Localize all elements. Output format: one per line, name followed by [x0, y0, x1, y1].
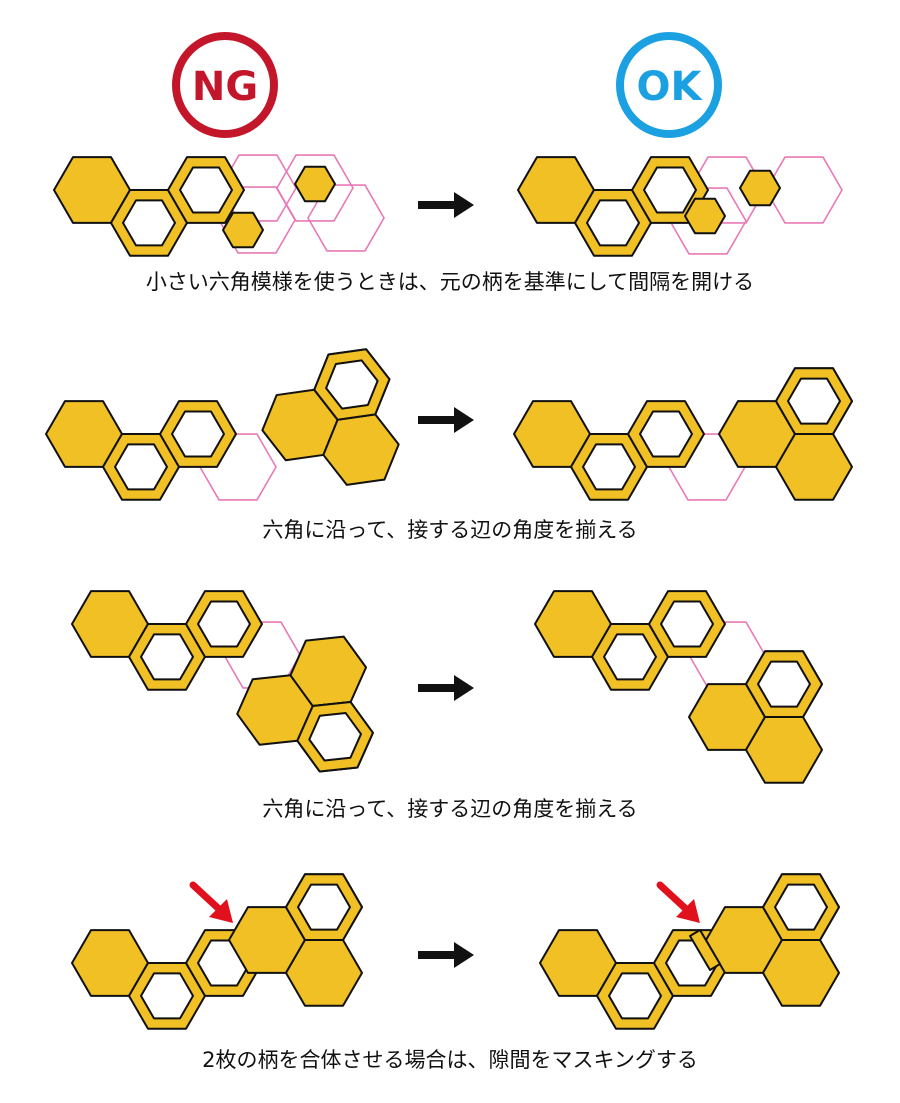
ok-badge: OK [616, 32, 722, 138]
row1-ng-illustration [54, 154, 385, 256]
row4-ok-illustration [540, 874, 839, 1029]
right-arrow-icon [418, 192, 474, 218]
red-pointer-arrow-icon [660, 885, 700, 923]
row4-caption: 2枚の柄を合体させる場合は、隙間をマスキングする [202, 1048, 698, 1072]
row1-caption: 小さい六角模様を使うときは、元の柄を基準にして間隔を開ける [145, 270, 755, 294]
red-pointer-arrow-icon [193, 885, 233, 923]
row2-ok-illustration [514, 368, 852, 501]
right-arrow-icon [418, 675, 474, 701]
row1-ok-illustration [518, 156, 843, 256]
row3-ok-illustration [535, 591, 822, 783]
right-arrow-icon [418, 942, 474, 968]
row2-caption: 六角に沿って、接する辺の角度を揃える [262, 518, 638, 542]
row3-caption: 六角に沿って、接する辺の角度を揃える [262, 797, 638, 821]
right-arrow-icon [418, 407, 474, 433]
ng-label: NG [192, 64, 258, 110]
ok-label: OK [637, 64, 704, 110]
row4-ng-illustration [72, 874, 362, 1029]
masking-strip [689, 929, 721, 971]
row2-ng-illustration [46, 347, 403, 501]
ng-badge: NG [172, 32, 278, 138]
row3-ng-illustration [72, 591, 376, 779]
